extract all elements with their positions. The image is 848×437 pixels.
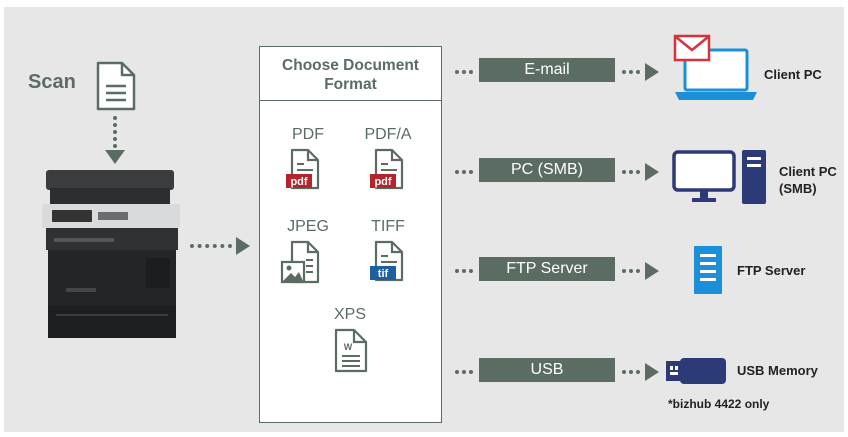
footnote: *bizhub 4422 only — [668, 397, 770, 411]
route-arrow-head — [645, 163, 659, 181]
scan-arrow-line — [113, 116, 117, 148]
route-arrow-head — [645, 363, 659, 381]
format-box-divider — [260, 100, 441, 101]
route-dots-left — [455, 70, 473, 74]
destination-label-client-pc: Client PC — [764, 67, 822, 82]
pdf-badge: pdf — [290, 176, 307, 188]
route-arrow-head — [645, 63, 659, 81]
xps-badge: W — [344, 342, 353, 352]
desktop-pc-icon — [672, 150, 766, 204]
tiff-file-icon: tif — [370, 240, 404, 282]
route-dots-right — [622, 70, 640, 74]
usb-memory-icon — [666, 358, 726, 384]
destination-label-ftp-server: FTP Server — [737, 263, 806, 278]
route-bar-pc-smb: PC (SMB) — [479, 158, 615, 182]
destination-label-client-pc-smb: Client PC (SMB) — [779, 164, 837, 196]
pdfa-file-icon: pdf — [370, 148, 404, 190]
route-bar-email: E-mail — [479, 58, 615, 82]
pdf-file-icon: pdf — [286, 148, 320, 190]
laptop-email-icon — [673, 34, 757, 100]
route-dots-right — [622, 370, 640, 374]
route-arrow-head — [645, 262, 659, 280]
route-dots-left — [455, 170, 473, 174]
format-label-tiff: TIFF — [371, 218, 405, 235]
printer-icon — [42, 170, 180, 338]
route-bar-usb: USB — [479, 358, 615, 382]
route-dots-left — [455, 269, 473, 273]
format-label-jpeg: JPEG — [287, 218, 329, 235]
route-dots-left — [455, 370, 473, 374]
document-icon — [96, 61, 136, 111]
printer-arrow-head — [236, 237, 250, 255]
scan-label: Scan — [28, 71, 76, 93]
format-label-pdf: PDF — [292, 126, 324, 143]
server-icon — [694, 246, 722, 294]
route-dots-right — [622, 269, 640, 273]
format-label-xps: XPS — [333, 306, 366, 323]
image-document-icon — [280, 240, 320, 284]
route-dots-right — [622, 170, 640, 174]
format-box-title: Choose Document Format — [282, 57, 419, 93]
destination-label-usb-memory: USB Memory — [737, 363, 818, 378]
scan-arrow-head — [105, 150, 125, 164]
format-label-pdfa: PDF/A — [364, 126, 412, 143]
tiff-badge: tif — [378, 268, 389, 280]
route-bar-ftp-server: FTP Server — [479, 257, 615, 281]
xps-document-icon: W — [334, 328, 368, 373]
printer-arrow-line — [190, 244, 232, 248]
pdfa-badge: pdf — [374, 176, 391, 188]
